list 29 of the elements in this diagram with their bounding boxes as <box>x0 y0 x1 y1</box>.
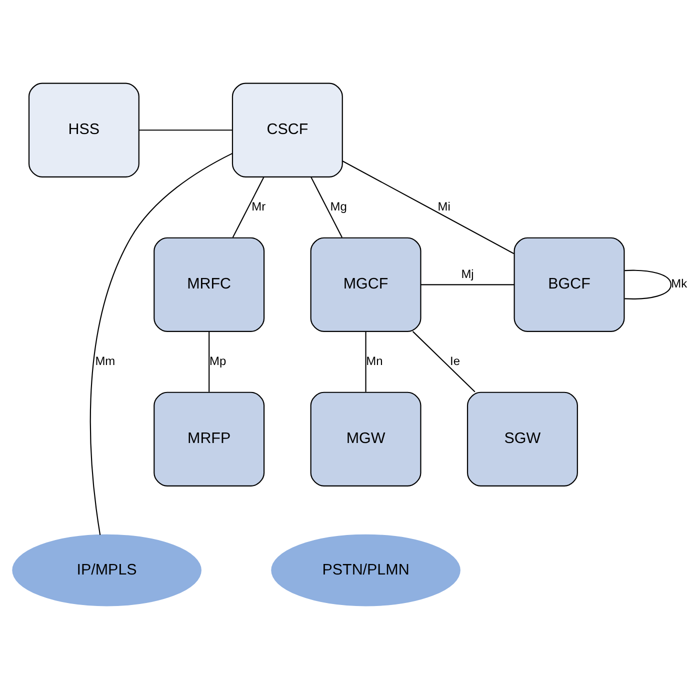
connector <box>90 152 233 534</box>
edge-label: Mn <box>366 353 383 368</box>
edge-label: Mr <box>252 198 266 213</box>
node-ellipse: IP/MPLS <box>12 534 202 606</box>
connector <box>420 284 514 285</box>
node-box: MRFC <box>154 236 265 332</box>
edge-label: Mm <box>95 353 116 368</box>
edge-label: Mj <box>461 266 474 280</box>
connector <box>342 160 514 254</box>
node-box: HSS <box>28 82 140 177</box>
connector <box>365 330 366 392</box>
node-box: SGW <box>466 391 578 486</box>
edge-label: Mi <box>438 198 450 213</box>
connector <box>412 330 476 392</box>
node-box: MRFP <box>154 391 265 486</box>
connector <box>624 269 672 299</box>
node-box: BGCF <box>514 236 625 332</box>
edge-label: Mp <box>209 353 226 368</box>
node-box: MGW <box>310 391 422 486</box>
connector <box>208 330 210 392</box>
edge-label: Ie <box>450 353 460 368</box>
node-box: MGCF <box>310 236 422 332</box>
connector <box>310 176 342 238</box>
edge-label: Mk <box>671 276 688 290</box>
node-ellipse: PSTN/PLMN <box>271 534 460 606</box>
connector <box>139 129 232 130</box>
node-box: CSCF <box>232 82 343 177</box>
edge-label: Mg <box>330 198 347 213</box>
connector <box>232 176 264 238</box>
